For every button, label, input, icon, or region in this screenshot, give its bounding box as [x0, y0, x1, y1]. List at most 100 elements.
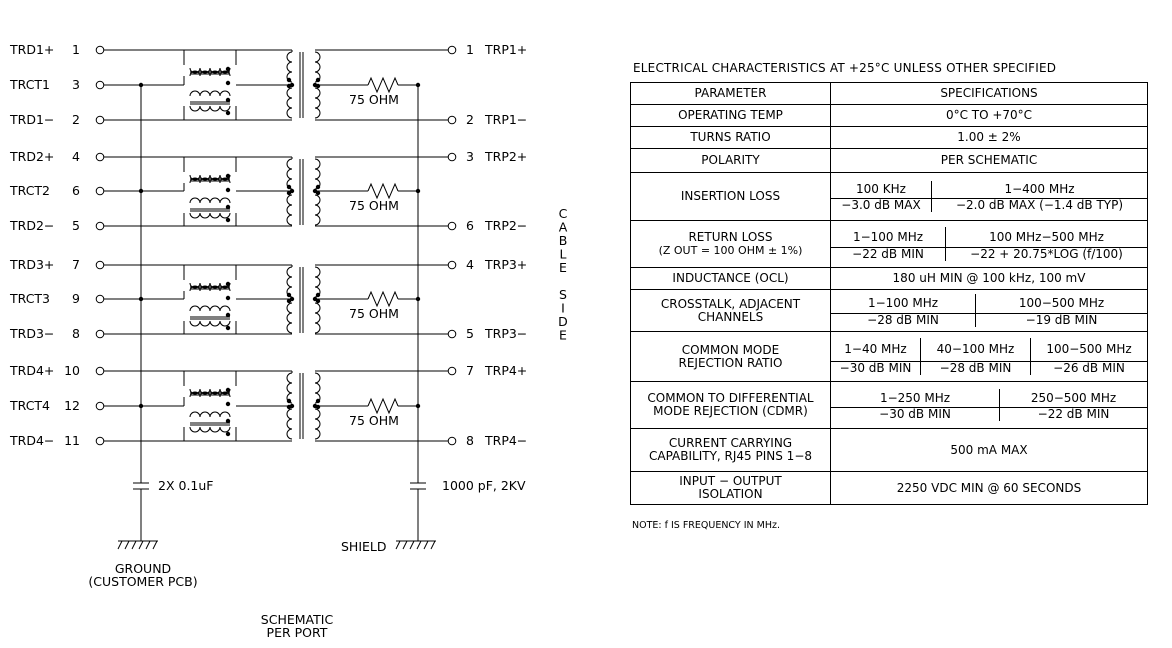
- pin-name: TRD2+: [9, 149, 54, 164]
- pin-number: 6: [72, 183, 80, 198]
- polarity-dot: [225, 97, 231, 103]
- pin-number: 4: [72, 149, 80, 164]
- cmrr-value-1: −30 dB MIN: [831, 360, 921, 375]
- frequency-note: NOTE: f IS FREQUENCY IN MHz.: [632, 520, 780, 531]
- shield-label: SHIELD: [341, 539, 387, 554]
- current-value: 500 mA MAX: [830, 428, 1148, 472]
- cdmr-label-line2: MODE REJECTION (CDMR): [653, 404, 808, 418]
- isolation-label-line2: ISOLATION: [698, 487, 763, 501]
- right-terminal: [447, 152, 457, 162]
- secondary-winding: [314, 87, 321, 119]
- polarity-dot: [315, 77, 321, 83]
- left-terminal: [95, 115, 105, 125]
- polarity-dot: [225, 187, 231, 193]
- polarity-dot: [225, 401, 231, 407]
- pin-number: 8: [466, 433, 474, 448]
- cable-side-letter: I: [561, 301, 565, 316]
- polarity-dot: [225, 312, 231, 318]
- primary-winding: [286, 87, 293, 119]
- ground-hatch: [145, 540, 151, 550]
- right-terminal: [447, 115, 457, 125]
- cable-side-letter: E: [559, 260, 567, 275]
- choke-winding: [189, 411, 231, 418]
- ground-hatch: [152, 540, 158, 550]
- pin-name: TRP4+: [484, 363, 527, 378]
- bus-junction: [415, 82, 421, 88]
- polarity-dot: [225, 204, 231, 210]
- primary-winding: [286, 266, 293, 298]
- return-loss-freq-2: 100 MHz−500 MHz: [945, 227, 1147, 248]
- polarity-dot: [286, 184, 292, 190]
- polarity-dot: [315, 292, 321, 298]
- cdmr-value-1: −30 dB MIN: [831, 407, 1000, 422]
- crosstalk-value-2: −19 dB MIN: [975, 312, 1147, 327]
- polarity-value: PER SCHEMATIC: [830, 148, 1148, 173]
- polarity-dot: [225, 325, 231, 331]
- resistor-label: 75 OHM: [349, 92, 399, 107]
- right-terminal: [447, 366, 457, 376]
- cmrr-value-3: −26 dB MIN: [1030, 360, 1147, 375]
- shield-hatch: [409, 540, 415, 550]
- cable-side-letter: D: [558, 314, 568, 329]
- crosstalk-freq-2: 100−500 MHz: [975, 294, 1147, 314]
- pin-name: TRD3+: [9, 257, 54, 272]
- ground-hatch: [138, 540, 144, 550]
- polarity-dot: [286, 292, 292, 298]
- return-loss-label-line2: (Z OUT = 100 OHM ± 1%): [658, 244, 803, 257]
- bus-junction: [415, 403, 421, 409]
- cap-left-label: 2X 0.1uF: [158, 478, 213, 493]
- crosstalk-value-1: −28 dB MIN: [831, 312, 976, 327]
- left-terminal: [95, 186, 105, 196]
- primary-winding: [286, 194, 293, 226]
- cdmr-label-line1: COMMON TO DIFFERENTIAL: [647, 391, 814, 405]
- pin-name: TRP3−: [484, 326, 527, 341]
- bus-junction: [415, 296, 421, 302]
- pin-number: 5: [72, 218, 80, 233]
- choke-winding: [189, 285, 231, 292]
- shield-hatch: [395, 540, 401, 550]
- left-terminal: [95, 260, 105, 270]
- insertion-loss-label: INSERTION LOSS: [630, 172, 831, 221]
- cable-side-letter: A: [559, 220, 568, 235]
- cmrr-freq-1: 1−40 MHz: [831, 338, 921, 362]
- pin-number: 10: [64, 363, 80, 378]
- choke-winding: [189, 70, 231, 77]
- secondary-winding: [314, 194, 321, 226]
- polarity-dot: [315, 184, 321, 190]
- schematic-caption-sub: PER PORT: [267, 625, 328, 640]
- pin-number: 9: [72, 291, 80, 306]
- pin-number: 6: [466, 218, 474, 233]
- pin-name: TRP1+: [484, 42, 527, 57]
- cable-side-letter: S: [559, 287, 567, 302]
- operating-temp-value: 0°C TO +70°C: [830, 104, 1148, 127]
- ground-hatch: [117, 540, 123, 550]
- cmrr-label-line2: REJECTION RATIO: [678, 355, 783, 370]
- left-terminal: [95, 436, 105, 446]
- polarity-dot: [225, 387, 231, 393]
- crosstalk-label-line1: CROSSTALK, ADJACENT: [660, 296, 801, 311]
- return-loss-value-2: −22 + 20.75*LOG (f/100): [945, 246, 1147, 261]
- choke-winding: [189, 105, 231, 112]
- insertion-loss-value-1: −3.0 dB MAX: [831, 197, 932, 212]
- spec-table: PARAMETER SPECIFICATIONS OPERATING TEMP …: [630, 82, 1148, 505]
- primary-winding: [286, 372, 293, 404]
- choke-winding: [189, 177, 231, 184]
- isolation-value: 2250 VDC MIN @ 60 SECONDS: [830, 471, 1148, 505]
- polarity-dot: [225, 281, 231, 287]
- left-terminal: [95, 401, 105, 411]
- choke-winding: [189, 90, 231, 97]
- polarity-dot: [225, 431, 231, 437]
- shield-hatch: [402, 540, 408, 550]
- insertion-loss-freq-1: 100 KHz: [831, 181, 932, 199]
- left-terminal: [95, 366, 105, 376]
- polarity-dot: [225, 418, 231, 424]
- resistor-label: 75 OHM: [349, 198, 399, 213]
